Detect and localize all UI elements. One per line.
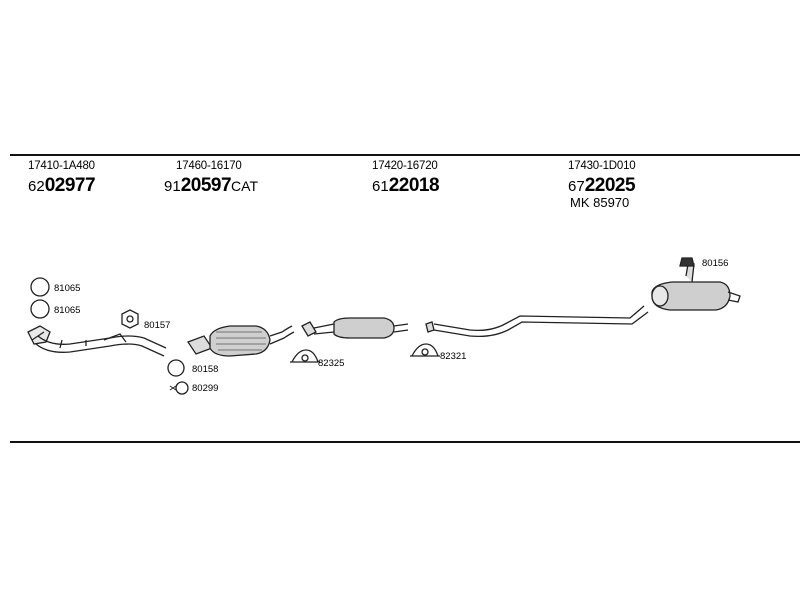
spring-icon (169, 381, 189, 395)
part-label: 81065 (54, 305, 80, 316)
oem-number-front-pipe: 17410-1A480 (28, 160, 95, 172)
bottom-rule (10, 441, 800, 443)
part-label: 82325 (318, 358, 344, 369)
intermediate-pipe-drawing (425, 305, 649, 338)
code-prefix: 91 (164, 178, 181, 195)
code-suffix: CAT (231, 178, 258, 194)
code-main: 02977 (44, 175, 96, 196)
clamp-icon (410, 343, 440, 357)
part-code-middle-silencer: 6122018 (372, 175, 440, 196)
part-code-catalyst: 9120597CAT (164, 176, 258, 195)
part-label: 81065 (54, 283, 80, 294)
part-label: 80158 (192, 364, 218, 375)
ring-icon (30, 299, 50, 319)
part-label: 80156 (702, 258, 728, 269)
ring-icon (30, 277, 50, 297)
top-rule (10, 154, 800, 156)
gasket-icon (121, 309, 139, 329)
catalytic-converter-drawing (187, 325, 295, 357)
part-label: 82321 (440, 351, 466, 362)
hanger-icon (679, 257, 695, 267)
part-code-front-pipe: 6202977 (28, 175, 96, 196)
code-main: 20597 (180, 175, 232, 196)
clamp-icon (290, 349, 320, 363)
mounting-kit-label: MK 85970 (570, 195, 630, 210)
oem-number-catalyst: 17460-16170 (176, 160, 242, 172)
oem-number-rear-silencer: 17430-1D010 (568, 160, 636, 172)
part-label: 80157 (144, 320, 170, 331)
rear-silencer-drawing (651, 263, 741, 311)
middle-silencer-drawing (301, 317, 409, 339)
ring-icon (167, 359, 185, 377)
front-pipe-drawing (27, 325, 167, 357)
code-prefix: 61 (372, 178, 389, 195)
code-prefix: 62 (28, 178, 45, 195)
part-label: 80299 (192, 383, 218, 394)
oem-number-middle-silencer: 17420-16720 (372, 160, 438, 172)
code-prefix: 67 (568, 178, 585, 195)
code-main: 22018 (388, 175, 440, 196)
code-main: 22025 (584, 175, 636, 196)
part-code-rear-silencer: 6722025 (568, 175, 636, 196)
